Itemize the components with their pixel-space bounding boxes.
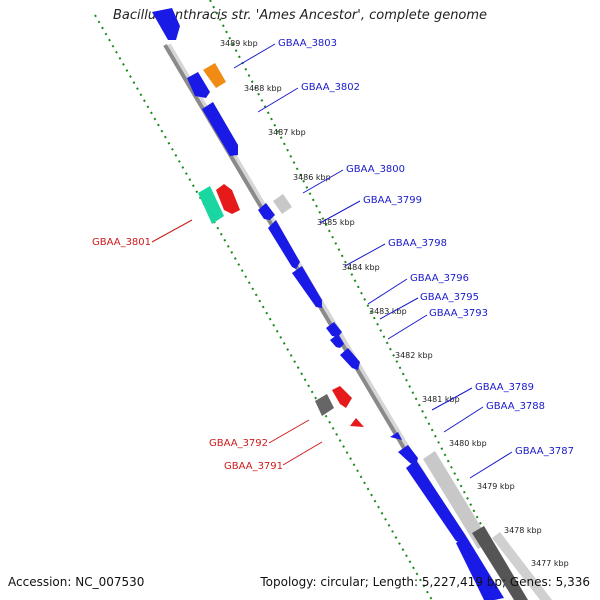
gene-feature[interactable] bbox=[258, 203, 275, 220]
genome-summary: Topology: circular; Length: 5,227,419 bp… bbox=[260, 575, 590, 589]
kbp-tick-label: 3483 kbp bbox=[369, 307, 407, 316]
gene-label-connector bbox=[387, 314, 428, 340]
gene-feature[interactable] bbox=[423, 451, 490, 549]
gene-label[interactable]: GBAA_3799 bbox=[363, 195, 422, 206]
kbp-tick-label: 3479 kbp bbox=[477, 482, 515, 491]
gene-label[interactable]: GBAA_3795 bbox=[420, 292, 479, 303]
gene-label[interactable]: GBAA_3792 bbox=[209, 438, 268, 449]
gene-label[interactable]: GBAA_3796 bbox=[410, 273, 469, 284]
kbp-tick-label: 3477 kbp bbox=[531, 559, 569, 568]
gene-label[interactable]: GBAA_3791 bbox=[224, 461, 283, 472]
gene-label-connector bbox=[431, 387, 473, 411]
gene-feature[interactable] bbox=[273, 194, 292, 214]
gene-feature[interactable] bbox=[492, 532, 552, 600]
gene-label[interactable]: GBAA_3798 bbox=[388, 238, 447, 249]
gene-feature[interactable] bbox=[340, 348, 360, 370]
gene-feature[interactable] bbox=[202, 102, 238, 156]
accession-label: Accession: NC_007530 bbox=[8, 575, 145, 589]
map-title: Bacillus anthracis str. 'Ames Ancestor',… bbox=[112, 8, 488, 23]
gene-feature[interactable] bbox=[350, 418, 364, 427]
gene-feature[interactable] bbox=[456, 536, 504, 600]
kbp-tick-label: 3488 kbp bbox=[244, 84, 282, 93]
gene-label-connector bbox=[319, 200, 361, 224]
gene-label[interactable]: GBAA_3802 bbox=[301, 82, 360, 93]
gene-label-connector bbox=[151, 219, 193, 243]
gene-label[interactable]: GBAA_3789 bbox=[475, 382, 534, 393]
kbp-tick-label: 3480 kbp bbox=[449, 439, 487, 448]
guide-line-reverse bbox=[94, 14, 433, 600]
kbp-tick-label: 3482 kbp bbox=[395, 351, 433, 360]
gene-feature[interactable] bbox=[326, 322, 342, 337]
gene-feature[interactable] bbox=[332, 386, 352, 408]
gene-label[interactable]: GBAA_3787 bbox=[515, 446, 574, 457]
gene-label[interactable]: GBAA_3801 bbox=[92, 237, 151, 248]
gene-feature[interactable] bbox=[390, 432, 402, 440]
gene-label-connector bbox=[257, 87, 299, 113]
gene-feature[interactable] bbox=[198, 186, 224, 224]
gene-label[interactable]: GBAA_3803 bbox=[278, 38, 337, 49]
gene-feature[interactable] bbox=[315, 394, 334, 416]
gene-feature[interactable] bbox=[203, 63, 226, 88]
gene-label-connector bbox=[268, 419, 310, 444]
gene-label-connector bbox=[469, 451, 513, 479]
gene-label-connector bbox=[233, 43, 276, 69]
gene-feature[interactable] bbox=[406, 460, 466, 542]
gene-label-connector bbox=[344, 243, 386, 267]
kbp-tick-label: 3478 kbp bbox=[504, 526, 542, 535]
gene-feature[interactable] bbox=[398, 445, 418, 465]
gene-feature[interactable] bbox=[268, 220, 300, 269]
gene-label[interactable]: GBAA_3800 bbox=[346, 164, 405, 175]
gene-label[interactable]: GBAA_3793 bbox=[429, 308, 488, 319]
kbp-tick-label: 3484 kbp bbox=[342, 263, 380, 272]
gene-feature[interactable] bbox=[330, 334, 344, 348]
gene-label-connector bbox=[302, 169, 344, 194]
gene-label-connector bbox=[282, 441, 323, 466]
gene-label-connector bbox=[443, 406, 484, 433]
gene-feature[interactable] bbox=[292, 266, 322, 308]
gene-label-connector bbox=[367, 278, 408, 305]
gene-label[interactable]: GBAA_3788 bbox=[486, 401, 545, 412]
guide-line-forward bbox=[209, 0, 521, 600]
kbp-tick-label: 3487 kbp bbox=[268, 128, 306, 137]
gene-feature[interactable] bbox=[472, 526, 528, 600]
gene-feature[interactable] bbox=[187, 72, 210, 98]
gene-feature[interactable] bbox=[152, 8, 180, 40]
kbp-tick-label: 3481 kbp bbox=[422, 395, 460, 404]
gene-feature[interactable] bbox=[216, 184, 240, 214]
gene-label-connector bbox=[379, 297, 419, 320]
kbp-tick-label: 3489 kbp bbox=[220, 39, 258, 48]
kbp-tick-label: 3485 kbp bbox=[317, 218, 355, 227]
kbp-tick-label: 3486 kbp bbox=[293, 173, 331, 182]
